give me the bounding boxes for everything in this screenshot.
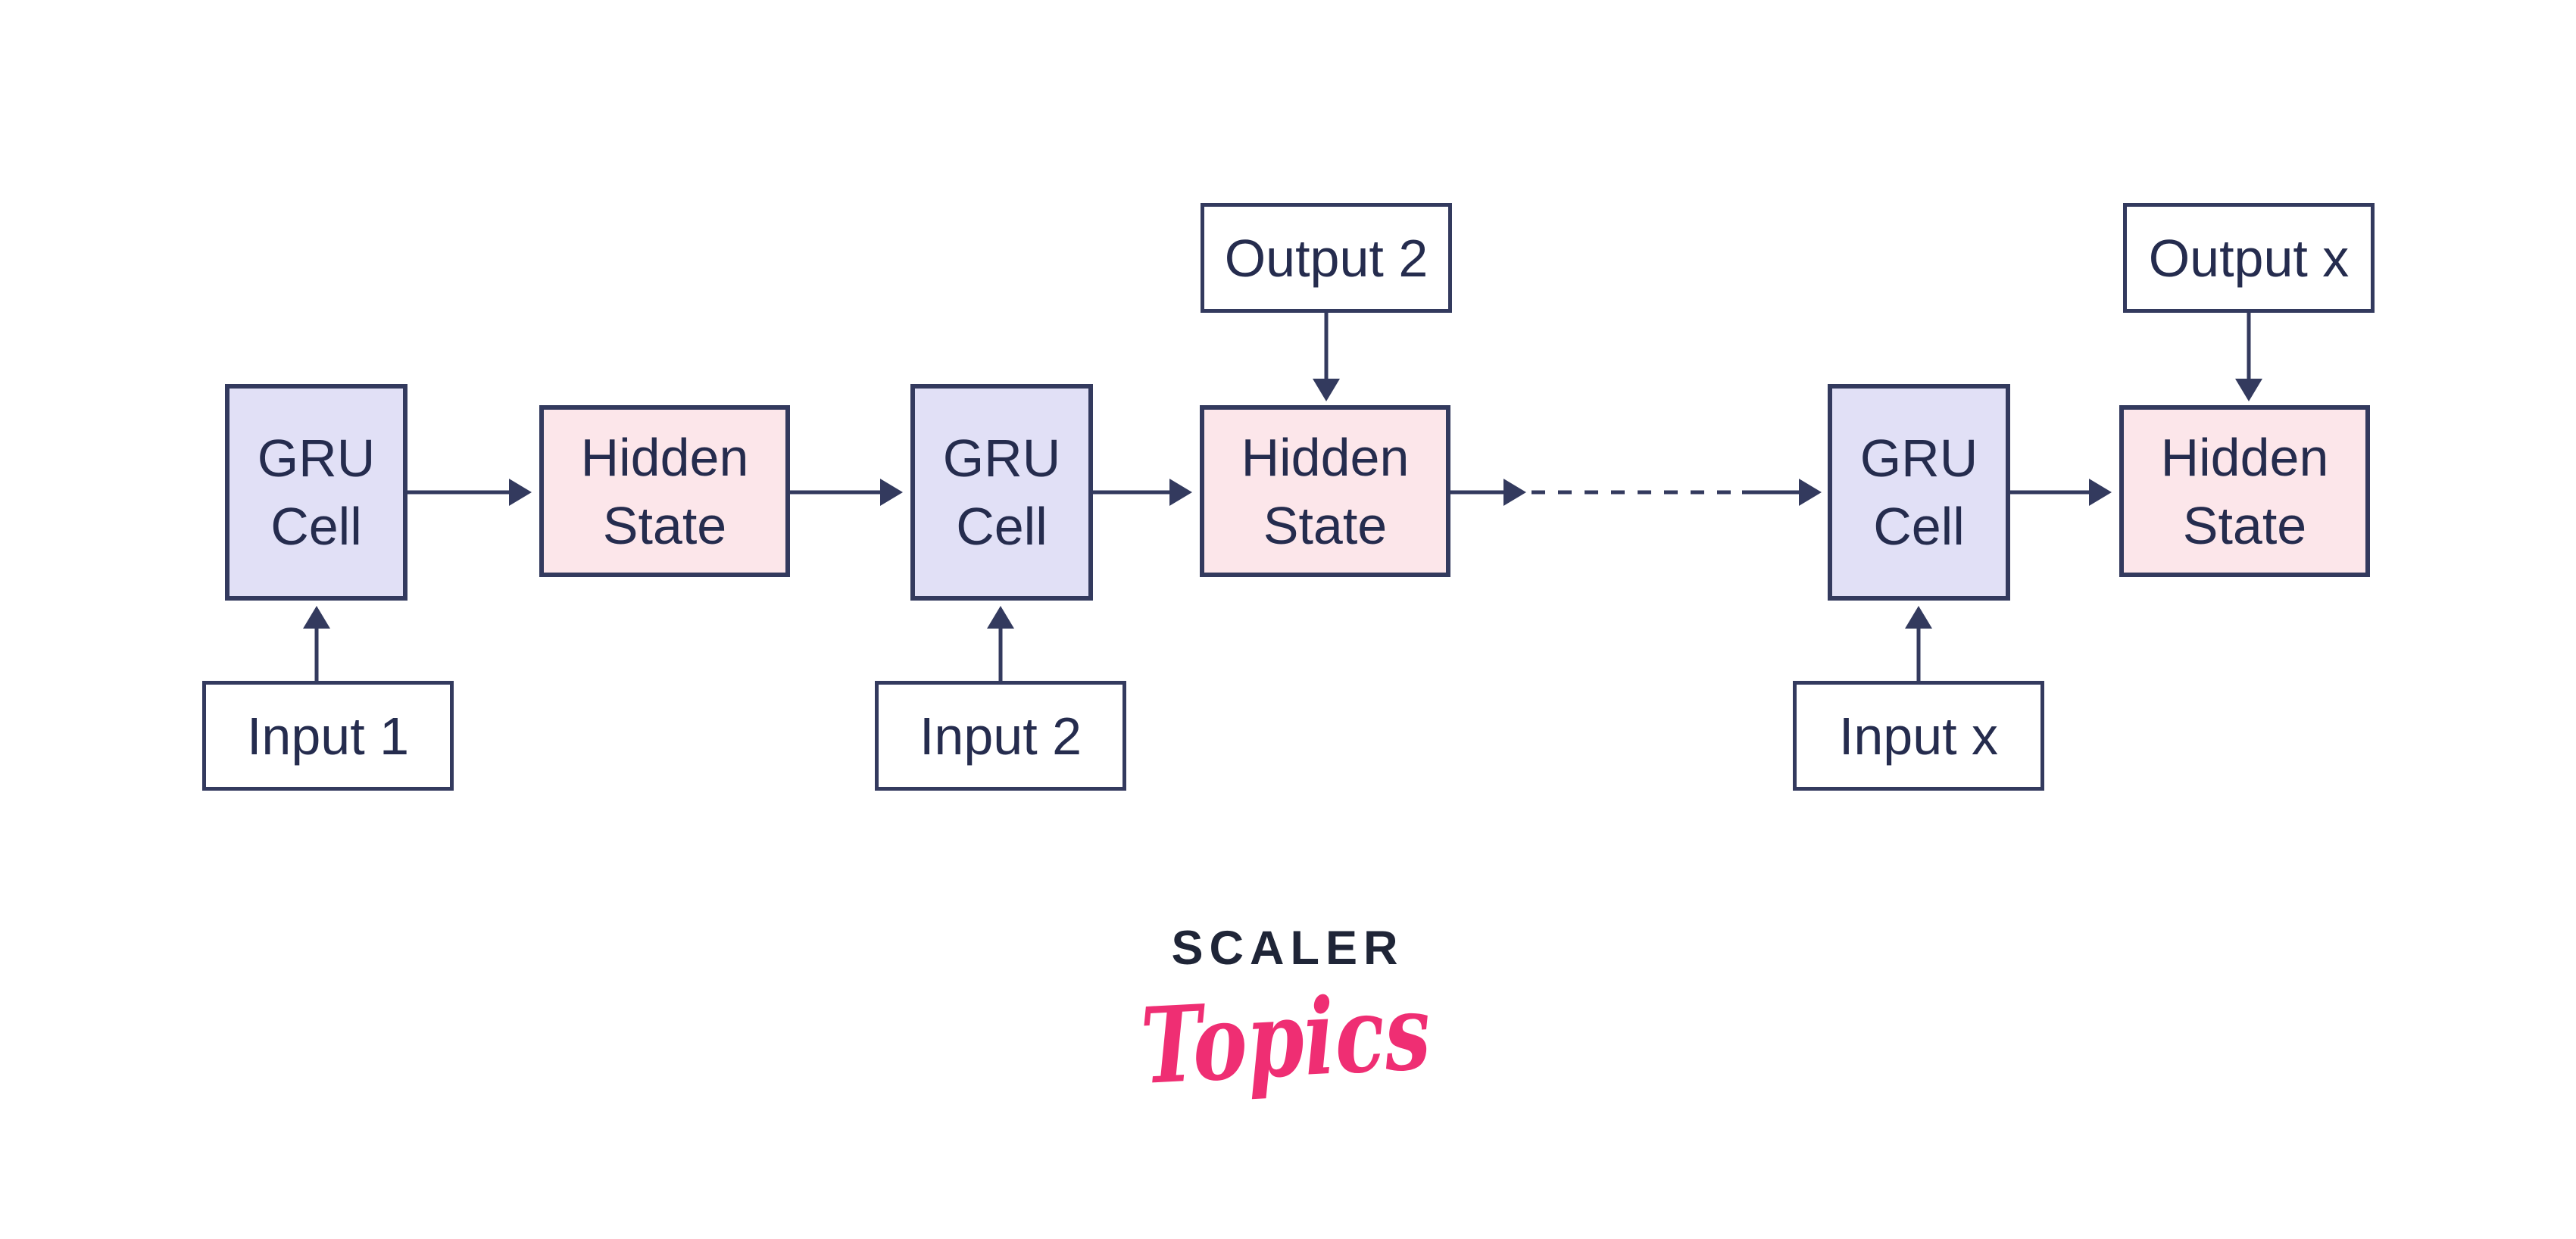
node-label-line2: Cell [270,497,362,556]
node-input-x: Input x [1793,681,2044,791]
node-output-2: Output 2 [1201,203,1452,313]
node-input-2: Input 2 [875,681,1126,791]
arrowhead-hidden2-to-ellipsis [1503,479,1526,506]
scaler-topics-logo: SCALER Topics [1138,922,1434,1108]
node-label-line1: Hidden [2160,427,2329,487]
node-label: Input 1 [246,706,410,766]
arrowhead-input1-to-gru1 [303,606,330,629]
node-gru-cell-2: GRU Cell [910,384,1093,601]
arrowhead-inputx-to-gru3 [1905,606,1932,629]
node-gru-cell-x: GRU Cell [1828,384,2010,601]
arrowhead-hidden1-to-gru2 [880,479,903,506]
arrowhead-output2-to-hidden2 [1313,379,1340,401]
node-hidden-state-2: Hidden State [1200,405,1450,577]
node-label-line2: Cell [1873,497,1965,556]
node-gru-cell-1: GRU Cell [225,384,407,601]
node-label-line2: State [1263,495,1388,555]
node-label-line1: Hidden [1241,427,1410,487]
node-label: Input 2 [919,706,1082,766]
arrowhead-gru1-to-hidden1 [509,479,532,506]
arrowhead-gru2-to-hidden2 [1169,479,1192,506]
node-label-line1: GRU [1859,429,1978,488]
logo-wordmark-text: Topics [1138,971,1434,1108]
node-label: Input x [1838,706,1999,766]
node-hidden-state-x: Hidden State [2119,405,2370,577]
node-label: Output 2 [1224,228,1429,288]
node-label-line2: State [602,495,727,555]
node-label-line1: GRU [257,429,376,488]
node-label-line2: Cell [956,497,1048,556]
node-label-line1: GRU [942,429,1061,488]
logo-brand-text: SCALER [1171,922,1404,975]
node-label-line2: State [2182,495,2307,555]
node-hidden-state-1: Hidden State [539,405,790,577]
arrowhead-ellipsis-to-gru3 [1799,479,1822,506]
node-label-line1: Hidden [580,427,749,487]
arrowhead-gru3-to-hidden3 [2089,479,2112,506]
arrowhead-input2-to-gru2 [987,606,1014,629]
arrowhead-outputx-to-hidden3 [2235,379,2262,401]
node-input-1: Input 1 [202,681,454,791]
node-output-x: Output x [2123,203,2375,313]
node-label: Output x [2148,228,2350,288]
